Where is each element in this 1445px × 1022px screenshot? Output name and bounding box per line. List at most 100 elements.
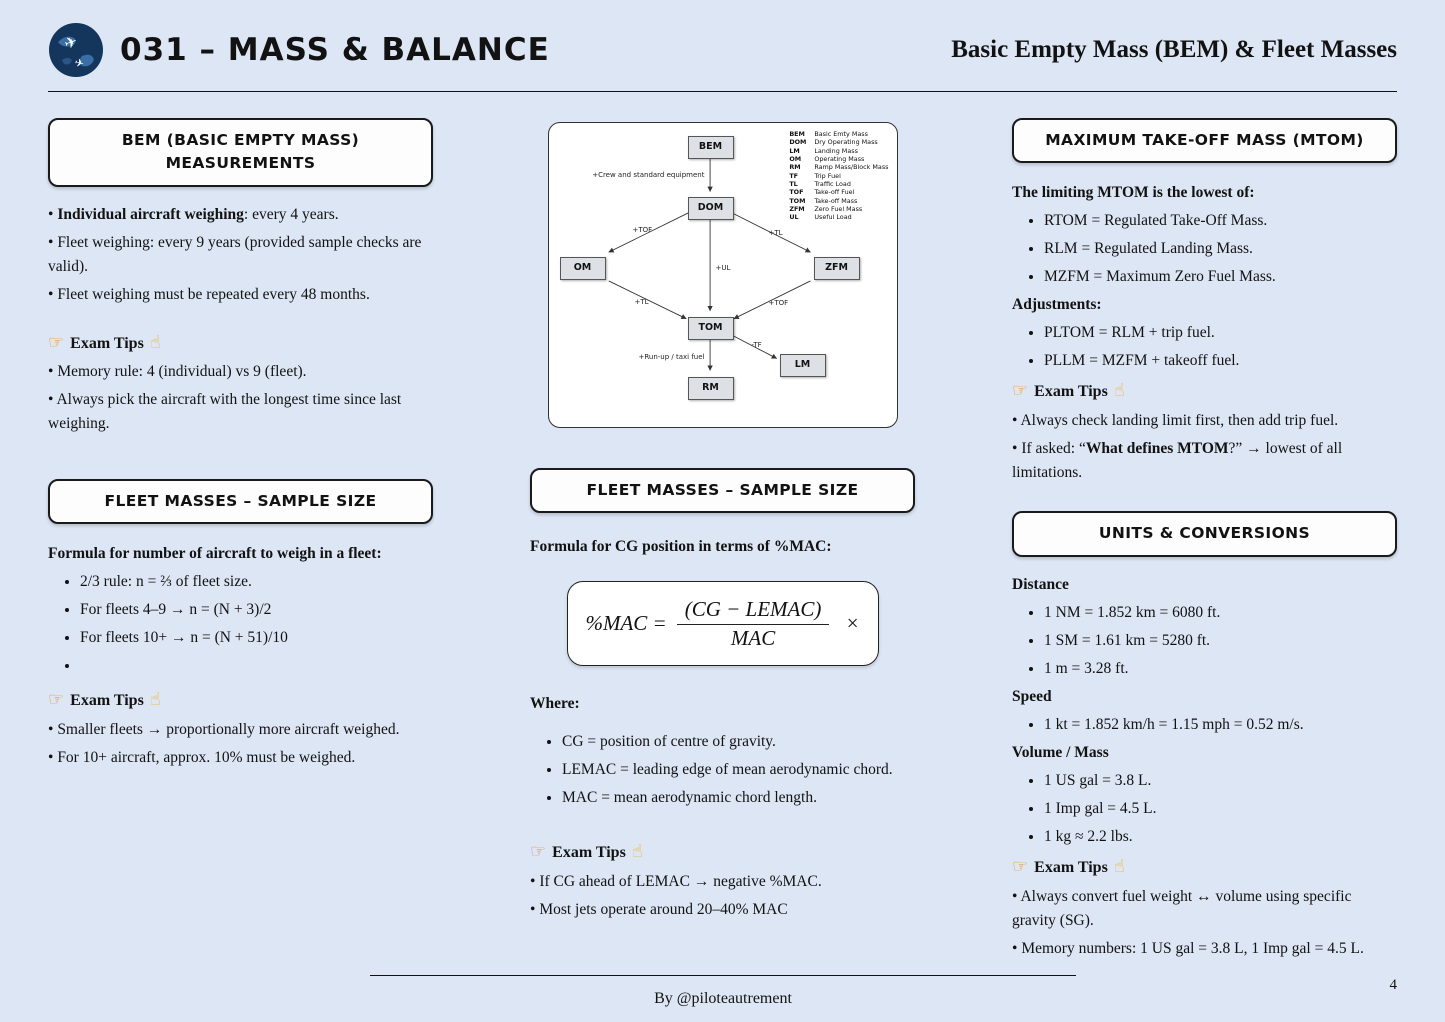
legend-abbr: OM — [789, 154, 802, 163]
tip-line: Always pick the aircraft with the longes… — [48, 388, 433, 436]
edge-label-tl-upper: +TL — [768, 229, 783, 237]
where-label: Where: — [530, 694, 580, 712]
diagram-node-bem: BEM — [687, 136, 734, 159]
header-left: ✈ ✈ 031 – MASS & BALANCE — [48, 22, 550, 78]
list-item: LEMAC = leading edge of mean aerodynamic… — [562, 758, 915, 782]
list-item: 1 Imp gal = 4.5 L. — [1044, 797, 1397, 821]
section-lead: Formula for CG position in terms of %MAC… — [530, 538, 832, 556]
diagram-node-om: OM — [559, 257, 606, 280]
legend-name: Take-off Fuel — [814, 188, 855, 197]
volume-mass-label: Volume / Mass — [1012, 743, 1109, 761]
legend-name: Take-off Mass — [814, 196, 858, 205]
legend-abbr: RM — [789, 163, 801, 172]
tip-line: If CG ahead of LEMAC → negative %MAC. — [530, 870, 915, 894]
tip-text: Smaller fleets → proportionally more air… — [57, 720, 400, 738]
list-item: For fleets 10+ → n = (N + 51)/10 — [80, 626, 433, 650]
pointing-up-icon: ☝ — [1113, 380, 1125, 402]
tip-text: Memory rule: 4 (individual) vs 9 (fleet)… — [57, 363, 307, 381]
mass-flow-diagram: BEM DOM OM ZFM TOM LM RM +Crew and stand… — [547, 122, 898, 428]
legend-name: Dry Operating Mass — [814, 138, 878, 147]
diagram-node-dom: DOM — [687, 197, 734, 220]
legend-abbr: TL — [789, 179, 798, 188]
exam-tips-label: Exam Tips — [70, 334, 144, 352]
formula-times: × — [845, 611, 860, 636]
formula-numerator: (CG − LEMAC) — [676, 596, 830, 625]
legend-row: DOM Dry Operating Mass — [789, 138, 888, 146]
left-column: BEM (BASIC EMPTY MASS) MEASUREMENTS Indi… — [48, 118, 433, 961]
page-title: Basic Empty Mass (BEM) & Fleet Masses — [951, 36, 1397, 63]
list-item: RLM = Regulated Landing Mass. — [1044, 237, 1397, 261]
list-item: For fleets 4–9 → n = (N + 3)/2 — [80, 598, 433, 622]
legend-name: Landing Mass — [814, 146, 858, 155]
heading-text: FLEET MASSES – SAMPLE SIZE — [104, 491, 377, 510]
mac-sample-size-heading: FLEET MASSES – SAMPLE SIZE — [530, 468, 915, 514]
mtom-adjustments-list: PLTOM = RLM + trip fuel. PLLM = MZFM + t… — [1012, 321, 1397, 373]
pointing-right-icon: ☞ — [1012, 380, 1029, 402]
exam-tips-header: ☞Exam Tips☝ — [48, 329, 433, 357]
diagram-node-zfm: ZFM — [813, 257, 860, 280]
pointing-up-icon: ☝ — [149, 688, 161, 710]
tip-text: Memory numbers: 1 US gal = 3.8 L, 1 Imp … — [1021, 939, 1364, 957]
edge-label-tof-upper: +TOF — [632, 226, 653, 234]
volume-mass-list: 1 US gal = 3.8 L. 1 Imp gal = 4.5 L. 1 k… — [1012, 769, 1397, 849]
page-header: ✈ ✈ 031 – MASS & BALANCE Basic Empty Mas… — [48, 22, 1397, 78]
diagram-node-rm: RM — [687, 377, 734, 400]
legend-name: Operating Mass — [814, 154, 865, 163]
exam-tips-label: Exam Tips — [1034, 858, 1108, 876]
legend-row: RM Ramp Mass/Block Mass — [789, 163, 888, 171]
exam-tips-header: ☞ Exam Tips ☝ — [1012, 377, 1397, 405]
exam-tips-header: ☞Exam Tips☝ — [1012, 853, 1397, 881]
exam-tips-label: Exam Tips — [1034, 383, 1108, 401]
legend-name: Trip Fuel — [814, 171, 841, 180]
exam-tips-block: ☞Exam Tips☝ If CG ahead of LEMAC → negat… — [530, 838, 915, 922]
legend-row: OM Operating Mass — [789, 155, 888, 163]
course-title: 031 – MASS & BALANCE — [120, 32, 550, 68]
bullet-text: Fleet weighing must be repeated every 48… — [57, 285, 370, 303]
legend-abbr: DOM — [789, 138, 807, 147]
mac-terms-list: CG = position of centre of gravity. LEMA… — [530, 730, 915, 810]
bem-measurements-heading: BEM (BASIC EMPTY MASS) MEASUREMENTS — [48, 118, 433, 187]
tip-text: Always check landing limit first, then a… — [1020, 412, 1339, 430]
footer-divider — [370, 975, 1076, 976]
speed-list: 1 kt = 1.852 km/h = 1.15 mph = 0.52 m/s. — [1012, 713, 1397, 737]
exam-tips-block: ☞ Exam Tips ☝ Always check landing limit f… — [1012, 377, 1397, 485]
exam-tips-block: ☞Exam Tips☝ Memory rule: 4 (individual) … — [48, 329, 433, 437]
list-item: 1 kg ≈ 2.2 lbs. — [1044, 825, 1397, 849]
list-item: 1 kt = 1.852 km/h = 1.15 mph = 0.52 m/s. — [1044, 713, 1397, 737]
pointing-up-icon: ☝ — [1113, 855, 1125, 877]
adjustments-label: Adjustments: — [1012, 296, 1102, 314]
speed-label: Speed — [1012, 687, 1052, 705]
formula-denominator: MAC — [730, 625, 776, 650]
legend-abbr: BEM — [789, 130, 805, 138]
globe-planes-logo-icon: ✈ ✈ — [49, 23, 103, 77]
list-item: PLTOM = RLM + trip fuel. — [1044, 321, 1397, 345]
fleet-sample-size-heading: FLEET MASSES – SAMPLE SIZE — [48, 478, 433, 524]
mtom-heading: MAXIMUM TAKE-OFF MASS (MTOM) — [1012, 118, 1397, 164]
legend-abbr: ZFM — [789, 204, 805, 213]
list-item — [80, 654, 433, 678]
header-divider — [48, 91, 1397, 92]
distance-list: 1 NM = 1.852 km = 6080 ft. 1 SM = 1.61 k… — [1012, 601, 1397, 681]
bullet-text: : every 4 years. — [243, 205, 339, 223]
diagram-node-tom: TOM — [687, 317, 734, 340]
page-number: 4 — [1389, 977, 1398, 993]
diagram-node-lm: LM — [779, 354, 826, 377]
list-item: 2/3 rule: n = ⅔ of fleet size. — [80, 570, 433, 594]
tip-line: Always check landing limit first, then a… — [1012, 409, 1397, 433]
exam-tips-block: ☞Exam Tips☝ Smaller fleets → proportiona… — [48, 686, 433, 770]
section-lead: The limiting MTOM is the lowest of: — [1012, 184, 1255, 202]
tip-text: Always pick the aircraft with the longes… — [48, 391, 402, 433]
legend-name: Ramp Mass/Block Mass — [814, 163, 889, 172]
tip-line: If asked: “What defines MTOM?” → lowest … — [1012, 437, 1397, 485]
edge-label-tl-lower: +TL — [634, 298, 649, 306]
bullet-line: Individual aircraft weighing: every 4 ye… — [48, 203, 433, 227]
pointing-up-icon: ☝ — [631, 840, 643, 862]
legend-abbr: TOM — [789, 196, 806, 205]
